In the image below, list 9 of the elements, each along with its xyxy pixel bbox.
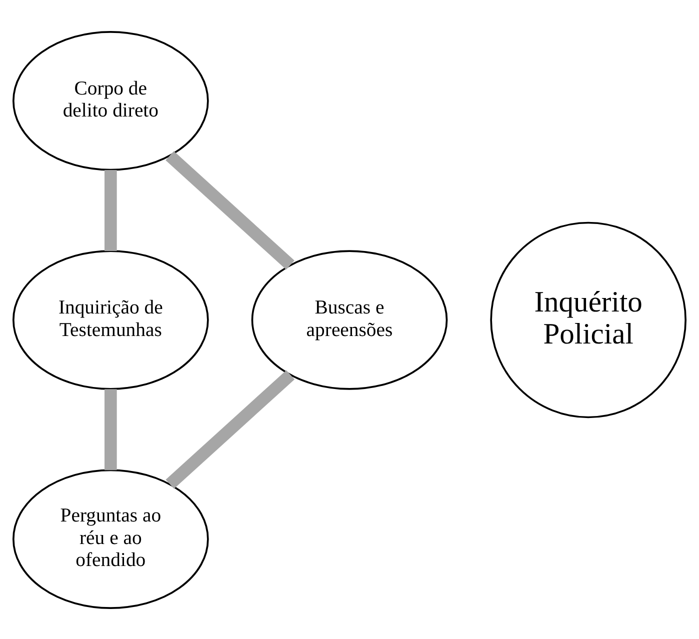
connector [104, 170, 117, 251]
node-circle: Inquérito Policial [490, 221, 687, 418]
connector [166, 370, 295, 488]
connector [166, 150, 294, 270]
connector [104, 388, 117, 470]
node-ellipse: Corpo de delito direto [12, 30, 209, 170]
node-ellipse: Inquirição de Testemunhas [12, 250, 209, 390]
node-ellipse: Buscas e apreensões [251, 250, 448, 390]
node-ellipse: Perguntas ao réu e ao ofendido [12, 468, 209, 608]
